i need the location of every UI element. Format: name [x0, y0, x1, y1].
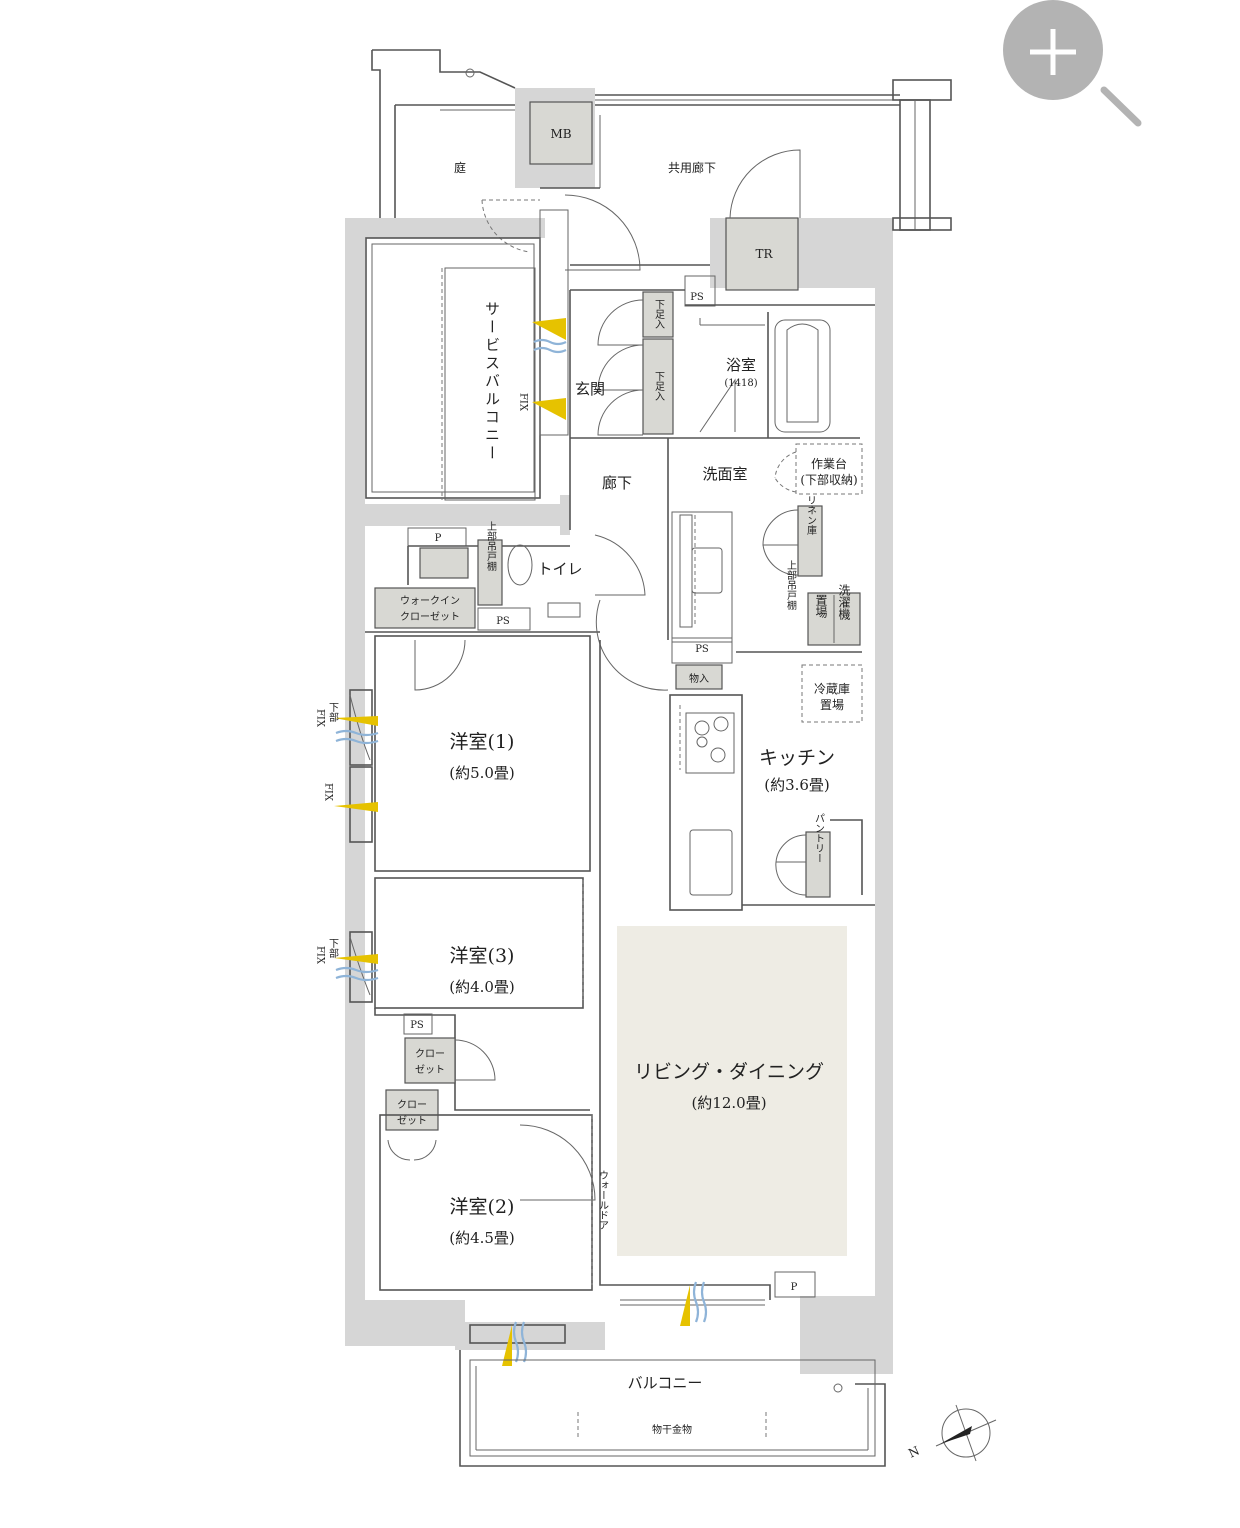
pantry-label: パントリー [813, 813, 825, 863]
shoes2-label: 下足入 [653, 371, 665, 401]
bedroom-area [374, 635, 596, 1291]
living-dining-area [469, 640, 847, 1366]
sagyodai-sub-label: (下部収納) [800, 472, 857, 487]
shoes1-label: 下足入 [653, 299, 665, 329]
balcony-area [459, 1350, 886, 1467]
senmen-label: 洗面室 [702, 465, 747, 483]
wall-door-label: ウォールドア [597, 1170, 609, 1230]
ps-bed3-label: PS [410, 1020, 424, 1031]
closet-a-label-1: クロー [415, 1048, 445, 1060]
entry-area [564, 194, 860, 640]
service-balcony-area [365, 209, 569, 501]
toilet-label: トイレ [537, 560, 582, 578]
hoshi-label: 物干金物 [652, 1423, 692, 1436]
youshitsu1-label: 洋室(1) [450, 731, 515, 753]
ps-kitchen-label: PS [695, 644, 709, 655]
p-bottom-label: P [791, 1282, 798, 1293]
closet-b-label-2: ゼット [397, 1115, 427, 1127]
bath-label: 浴室 [726, 356, 756, 374]
fix-w3-label: FIX [315, 946, 326, 965]
bedroom-windows [334, 689, 379, 1003]
genkan-label: 玄関 [575, 380, 605, 398]
north-arrow-icon: N [906, 1404, 997, 1462]
sagyodai-label: 作業台 [811, 456, 847, 471]
toilet-area [365, 527, 669, 691]
fridge-label-2: 置場 [820, 698, 844, 712]
washer-label-1: 洗濯機 [837, 584, 851, 620]
fix-w1b-label: FIX [323, 783, 334, 802]
roka-label: 廊下 [602, 474, 632, 492]
p-top-label: P [435, 533, 442, 544]
bath-size-label: (1418) [724, 378, 757, 389]
wic-label-2: クローゼット [400, 611, 460, 623]
fix-entry-label: FIX [518, 393, 529, 412]
toilet-shelf-label: 上部吊戸棚 [485, 521, 497, 572]
magnify-plus-icon[interactable] [1003, 0, 1142, 127]
ps-toilet-label: PS [496, 616, 510, 627]
ld-size-label: (約12.0畳) [691, 1094, 766, 1112]
youshitsu2-label: 洋室(2) [450, 1196, 515, 1218]
ps-top-label: PS [690, 292, 704, 303]
monoire-label: 物入 [689, 672, 709, 685]
linen-label: リネン庫 [805, 495, 817, 536]
kitchen-label: キッチン [759, 747, 835, 769]
fix-w1a-note-label: 下部 [327, 702, 339, 723]
closet-b-label-1: クロー [397, 1099, 427, 1111]
top-area [371, 49, 952, 307]
youshitsu2-size-label: (約4.5畳) [449, 1229, 515, 1247]
closet-a-label-2: ゼット [415, 1064, 445, 1076]
fix-w3-note-label: 下部 [327, 938, 339, 959]
kitchen-size-label: (約3.6畳) [764, 776, 830, 794]
bath-area [685, 304, 875, 646]
youshitsu1-size-label: (約5.0畳) [449, 764, 515, 782]
fridge-label-1: 冷蔵庫 [814, 682, 850, 696]
ld-label: リビング・ダイニング [634, 1061, 824, 1083]
mb-label: MB [550, 127, 571, 141]
balcony-label: バルコニー [628, 1374, 703, 1392]
fix-w1a-label: FIX [315, 709, 326, 728]
common-corridor-label: 共用廊下 [668, 160, 716, 175]
service-balcony-label: サービスバルコニー [483, 301, 501, 463]
compass-label: N [906, 1443, 921, 1460]
room-labels: 庭 MB 共用廊下 TR PS サービスバルコニー FIX 下足入 下足入 玄関… [315, 127, 858, 1436]
kitchen-area [669, 511, 875, 911]
youshitsu3-size-label: (約4.0畳) [449, 978, 515, 996]
upper-shelf-label: 上部吊戸棚 [785, 560, 797, 611]
youshitsu3-label: 洋室(3) [450, 945, 515, 967]
washer-label-2: 置場 [814, 594, 828, 619]
tr-label: TR [755, 247, 773, 261]
niwa-label: 庭 [454, 160, 466, 175]
wic-label-1: ウォークイン [400, 595, 460, 607]
